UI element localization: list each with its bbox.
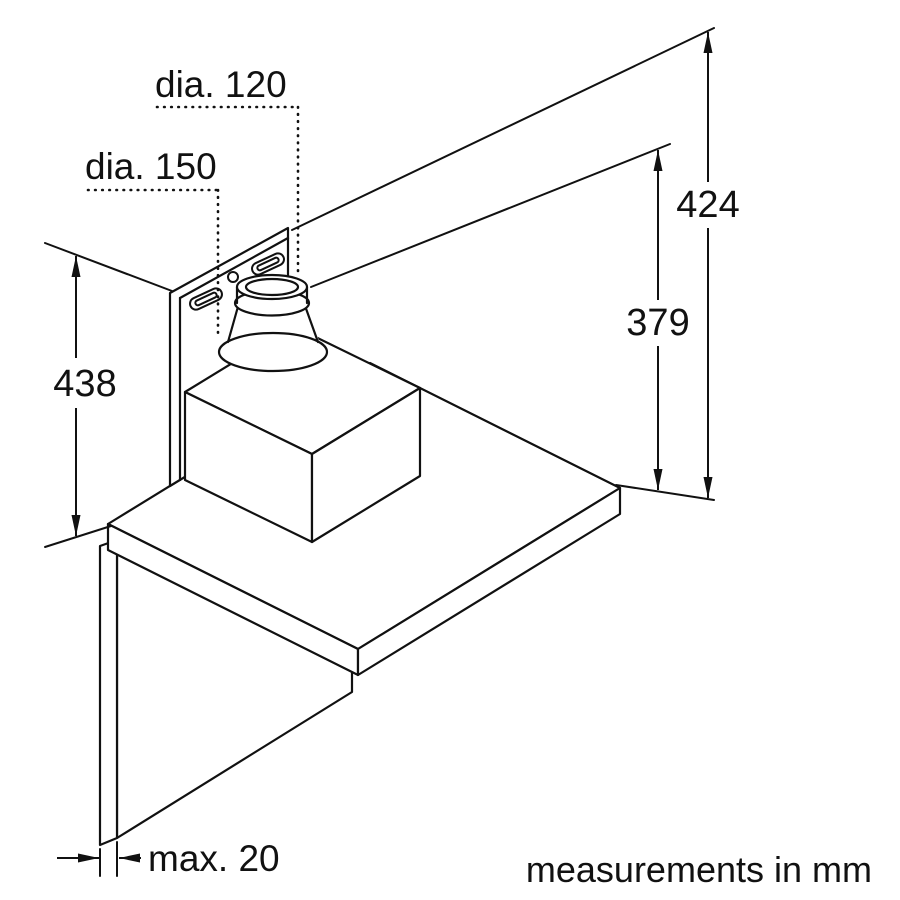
dimension-424: 424 <box>291 27 740 498</box>
dim-438-extension-bottom <box>44 525 112 548</box>
dim-label-438: 438 <box>53 363 116 405</box>
dim-379-extension-top <box>310 143 671 288</box>
range-hood-drawing <box>98 226 622 847</box>
mounting-slot-left-inner <box>194 291 218 307</box>
dimension-max-20: max. 20 <box>57 838 280 879</box>
unit-note: measurements in mm <box>526 849 872 890</box>
mounting-screw-hole <box>227 271 239 283</box>
duct-base-flange <box>217 331 329 373</box>
lower-wall-panel-edge <box>98 538 119 847</box>
leader-dia-150: dia. 150 <box>85 146 220 340</box>
mounting-plate-inner-edge-top <box>178 236 290 300</box>
dim-label-379: 379 <box>626 302 689 344</box>
leader-dia-120: dia. 120 <box>155 64 300 278</box>
mounting-slot-right-inner <box>256 256 280 272</box>
canopy-right-face <box>356 486 622 677</box>
mounting-slot-right <box>251 252 285 276</box>
mounting-slot-left <box>189 287 223 311</box>
duct-cone-left-edge <box>226 301 241 344</box>
dim-438-extension-top <box>44 242 173 292</box>
chimney-box-right-face <box>310 386 422 544</box>
dim-label-max-20: max. 20 <box>148 838 280 879</box>
dim-right-extension-bottom <box>615 484 715 501</box>
dimension-379: 379 <box>310 143 690 490</box>
duct-opening <box>244 277 300 297</box>
dimension-438: 438 <box>44 242 173 548</box>
dim-label-424: 424 <box>676 184 739 226</box>
duct-cone-right-edge <box>302 301 320 344</box>
dim-label-dia-150: dia. 150 <box>85 146 217 187</box>
dim-424-extension-top <box>291 27 715 231</box>
duct-adapter <box>217 273 329 373</box>
dim-label-dia-120: dia. 120 <box>155 64 287 105</box>
